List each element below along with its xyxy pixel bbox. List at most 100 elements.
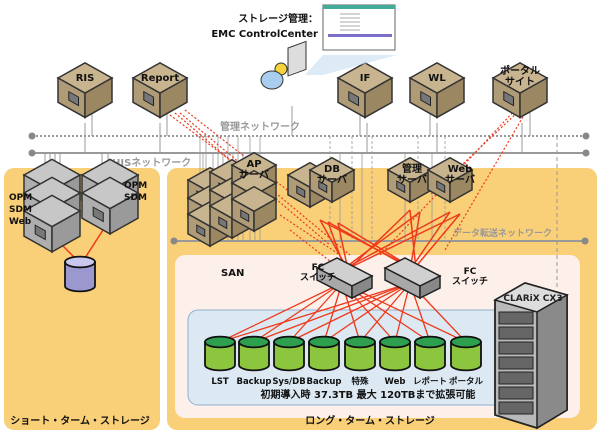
server-label-wl: WL — [428, 73, 446, 84]
drive-bay-icon — [34, 224, 46, 241]
volume-label: レポート — [413, 376, 447, 387]
networks: 管理ネットワーク HISネットワーク データ転送ネットワーク — [28, 120, 590, 245]
db-server-unit — [308, 156, 356, 204]
management-console-title: ストレージ管理： — [238, 12, 318, 25]
drive-bay-icon — [196, 224, 206, 238]
server-label-db-line: DB — [324, 164, 340, 175]
array-drive-shelf — [498, 326, 534, 340]
drive-bay-icon — [218, 216, 228, 230]
array-drive-shelf — [498, 401, 534, 415]
volume-label: Web — [385, 377, 406, 387]
network-endpoint — [28, 149, 36, 157]
server-portal — [491, 62, 549, 119]
server-label-web-line: サーバ — [445, 174, 475, 186]
server-label-portal-line: サイト — [505, 76, 535, 88]
server-switch-link — [409, 211, 421, 271]
cylinder-top — [204, 335, 236, 349]
clariion-storage-array — [493, 282, 569, 430]
drive-bay-icon — [348, 90, 360, 107]
server-side — [364, 76, 393, 119]
storage-volume — [308, 335, 340, 372]
dotted-link — [429, 109, 521, 196]
storage-volume — [450, 335, 482, 372]
volume-label: 特殊 — [351, 376, 369, 387]
server-switch-link — [341, 211, 451, 271]
server-label-report: Report — [141, 73, 179, 84]
cylinder-top — [379, 335, 411, 349]
server-label-db-line: サーバ — [317, 174, 347, 186]
server-label-ris-line: RIS — [76, 73, 95, 84]
user-body-icon — [260, 70, 284, 90]
dotted-link — [169, 114, 251, 176]
switch-volume-link — [394, 282, 411, 343]
switch-volume-link — [253, 282, 343, 343]
short-term-server-a-unit — [22, 194, 82, 254]
storage-volume — [204, 335, 236, 372]
server-b-role: SDM — [124, 193, 147, 203]
admin-workstation — [260, 4, 397, 90]
array-side — [536, 293, 568, 430]
screenshot-titlebar — [323, 5, 395, 9]
volume-label: LST — [211, 377, 229, 387]
volume-label: Sys/DB — [272, 377, 305, 387]
server-report — [131, 62, 189, 119]
cylinder-body — [414, 341, 446, 372]
long-term-storage-title: ロング・ターム・ストレージ — [305, 414, 435, 427]
cylinder-top — [414, 335, 446, 349]
dotted-link — [179, 112, 351, 256]
switch-label-1-line: FC — [312, 263, 325, 273]
server-label-admin: 管理サーバ — [397, 162, 427, 186]
capacity-caption: 初期導入時 37.3TB 最大 120TBまで拡張可能 — [261, 388, 476, 401]
server-side — [51, 209, 81, 254]
server-side — [109, 191, 139, 236]
switch-label-2-line: スイッチ — [452, 276, 488, 287]
server-label-portal: ポータルサイト — [500, 64, 540, 88]
server-side — [331, 168, 355, 204]
short-term-server-b-unit — [80, 176, 140, 236]
server-label-if-line: IF — [360, 73, 371, 84]
server-if — [336, 62, 394, 119]
array-drive-shelf — [498, 341, 534, 355]
drive-bay-icon — [143, 90, 155, 107]
switch-label-1-line: スイッチ — [300, 272, 336, 283]
switch-volume-link — [288, 282, 411, 343]
server-label-admin-line: サーバ — [397, 174, 427, 186]
dotted-link — [184, 109, 301, 201]
storage-volume — [414, 335, 446, 372]
cylinder-body — [204, 341, 236, 372]
his-network-label: HISネットワーク — [112, 157, 191, 169]
cylinder-top — [238, 335, 270, 349]
drive-bay-icon — [296, 185, 306, 199]
drive-bay-icon — [503, 90, 515, 107]
switch-label-2-line: FC — [464, 267, 477, 277]
array-drive-shelf — [498, 311, 534, 325]
switch-volume-link — [323, 282, 411, 343]
cylinder-body — [344, 341, 376, 372]
volume-label: Backup — [306, 377, 341, 387]
drive-bay-icon — [68, 90, 80, 107]
labels: ストレージ管理： EMC ControlCenter SAN CLARiX CX… — [10, 12, 562, 427]
fc-links — [61, 109, 528, 343]
cylinder-top — [308, 335, 340, 349]
server-switch-link — [347, 209, 411, 271]
storage-volume — [273, 335, 305, 372]
server-wl — [408, 62, 466, 119]
cylinder-body — [379, 341, 411, 372]
short-term-storage-volume — [64, 255, 96, 293]
ap-server-unit — [230, 185, 278, 233]
storage-volume — [344, 335, 376, 372]
monitor-icon — [287, 40, 307, 77]
server-switch-link — [344, 213, 461, 271]
server-a-role: Web — [9, 217, 32, 227]
server-switch-link — [341, 211, 421, 271]
storage-volume — [238, 335, 270, 372]
cylinder-top — [450, 335, 482, 349]
array-drive-shelf — [498, 371, 534, 385]
fc-switch-1 — [315, 257, 374, 300]
screenshot-highlight — [328, 34, 392, 37]
